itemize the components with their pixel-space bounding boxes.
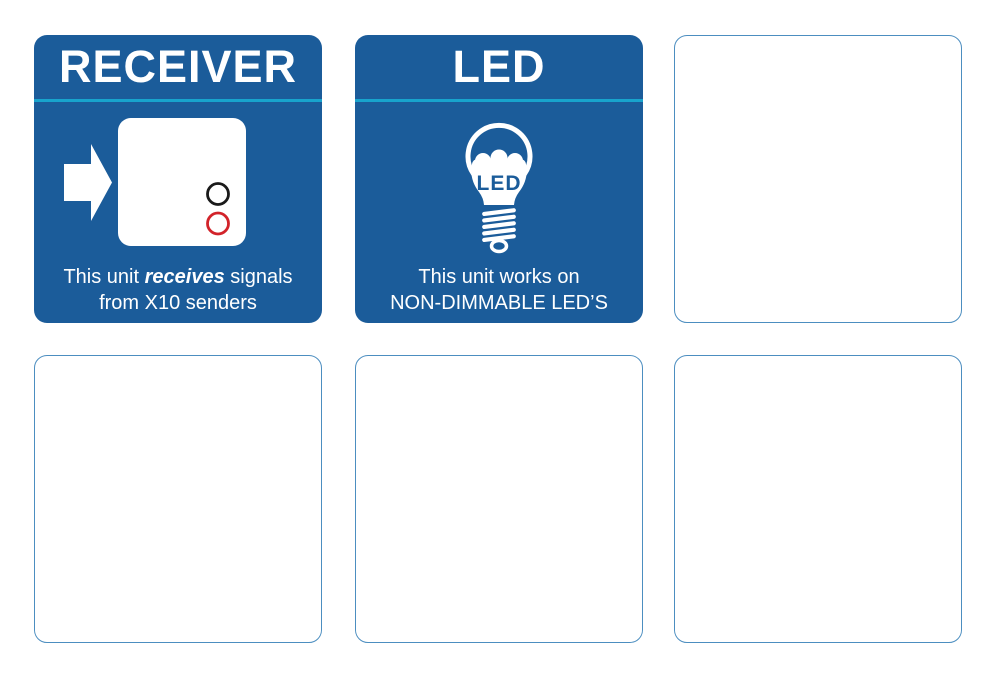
- led-caption-line1: This unit works on: [418, 266, 580, 288]
- receiver-title: RECEIVER: [58, 41, 298, 92]
- right-arrow-icon: [64, 144, 112, 221]
- led-caption: This unit works on NON-DIMMABLE LED’S: [355, 264, 643, 316]
- black-indicator-circle: [206, 182, 230, 206]
- title-divider: [355, 99, 643, 102]
- bulb-body: [471, 159, 527, 205]
- receiver-caption-line1: This unit receives signals: [63, 266, 292, 288]
- bulb-screw-threads: [482, 208, 516, 243]
- card-led: LED LED: [355, 35, 643, 323]
- bulb-led-label: LED: [477, 172, 522, 195]
- caption-post: signals: [224, 266, 293, 288]
- receiver-caption: This unit receives signals from X10 send…: [34, 264, 322, 316]
- red-indicator-circle: [206, 211, 230, 236]
- receiver-caption-line2: from X10 senders: [99, 292, 257, 314]
- empty-card-bottom-middle: [355, 355, 643, 643]
- card-receiver: RECEIVER This unit receives signals from…: [34, 35, 322, 323]
- led-caption-line2: NON-DIMMABLE LED’S: [390, 292, 608, 314]
- led-icon-svg: LED: [465, 122, 533, 254]
- title-divider: [34, 99, 322, 102]
- bulb-dome-outline: [465, 122, 533, 177]
- empty-card-top-right: [674, 35, 962, 323]
- led-bulb-icon: LED: [355, 104, 643, 254]
- caption-pre: This unit: [63, 266, 145, 288]
- receiver-icon-svg: [64, 118, 246, 246]
- bulb-base-tip: [489, 238, 509, 254]
- receiver-module-icon: [34, 104, 322, 254]
- caption-emphasis: receives: [144, 266, 225, 288]
- empty-card-bottom-left: [34, 355, 322, 643]
- empty-card-bottom-right: [674, 355, 962, 643]
- led-title: LED: [452, 41, 546, 92]
